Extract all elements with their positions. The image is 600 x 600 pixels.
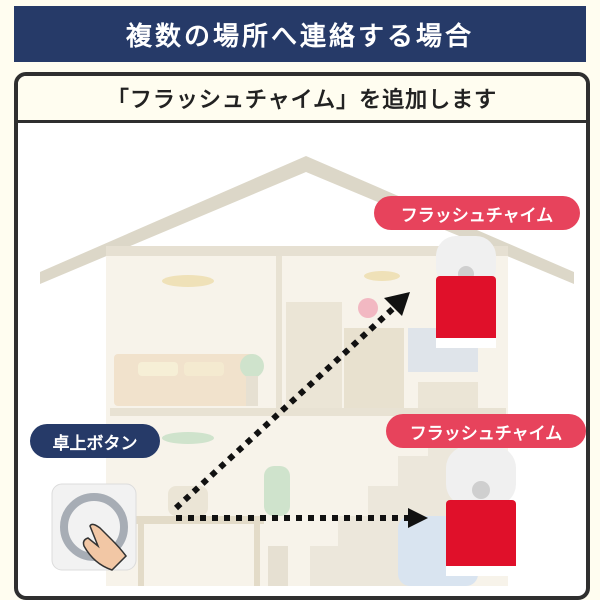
chime-speaker-icon (472, 481, 490, 499)
house-beam (106, 246, 508, 256)
chime-body (436, 236, 496, 288)
plant-pot (268, 546, 288, 586)
ceiling-lamp-icon (162, 275, 214, 287)
arrowhead-upper-icon (384, 292, 410, 316)
signal-arrow-upper (173, 301, 401, 511)
house-illustration (40, 156, 574, 586)
floor-divider (110, 408, 506, 416)
door (286, 302, 342, 408)
flash-chime-upper (436, 236, 496, 348)
chime-body (446, 446, 516, 506)
page-title: 複数の場所へ連絡する場合 (125, 21, 474, 52)
pillow (184, 362, 224, 376)
tall-plant-icon (264, 466, 290, 516)
wall-divider (276, 256, 282, 408)
illustration-panel: 「フラッシュチャイム」を追加します (14, 72, 590, 600)
plant-icon (240, 354, 264, 378)
ceiling-lamp-icon (364, 271, 400, 281)
chime-label-lower: フラッシュチャイム (386, 414, 586, 448)
pendant-lamp-icon (162, 432, 214, 444)
arrowhead-lower-icon (408, 508, 428, 528)
chime-red-light (446, 500, 516, 574)
chime-red-light (436, 276, 496, 346)
page-title-banner: 複数の場所へ連絡する場合 (14, 6, 586, 62)
chime-label-upper: フラッシュチャイム (374, 196, 580, 230)
dresser (344, 328, 404, 408)
desk-button-device (51, 483, 137, 571)
pointing-hand-icon (82, 523, 127, 571)
pillow (138, 362, 178, 376)
bed (114, 354, 256, 406)
table-leg (138, 524, 144, 586)
table-leg (254, 524, 260, 586)
cabinet (418, 382, 478, 408)
flash-chime-lower (446, 446, 516, 576)
dining-table (134, 516, 264, 524)
chime-base (436, 338, 496, 348)
plant-pot (246, 376, 258, 406)
panel-subtitle: 「フラッシュチャイム」を追加します (18, 76, 586, 123)
desk-button-label: 卓上ボタン (30, 424, 160, 458)
flower-icon (358, 298, 378, 318)
chime-base (446, 566, 516, 576)
